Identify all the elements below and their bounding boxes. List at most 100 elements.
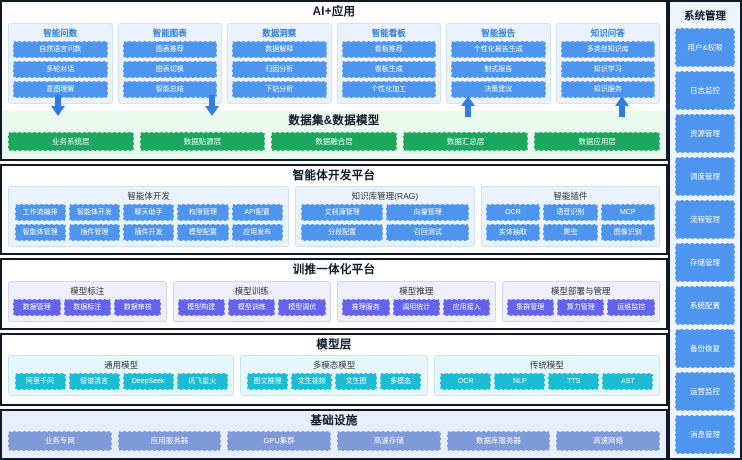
chip[interactable]: 推理服务	[342, 298, 390, 316]
chip[interactable]: 图像识别	[600, 224, 655, 242]
sidebar-item-storage-management[interactable]: 存储管理	[675, 243, 735, 282]
chip[interactable]: API配置	[231, 204, 283, 222]
chip[interactable]: 个性化加工	[341, 80, 436, 98]
chip[interactable]: 多轮对话	[13, 60, 108, 78]
group-traditional-model[interactable]: 传统模型 OCR NLP TTS AST	[433, 355, 660, 397]
sidebar-item-resource-management[interactable]: 资源管理	[675, 114, 735, 153]
chip[interactable]: 数据融合层	[271, 131, 397, 152]
chip[interactable]: 聊天助手	[123, 204, 175, 222]
chip[interactable]: NLP	[494, 373, 546, 391]
chip[interactable]: 多类型知识库	[560, 40, 655, 58]
sidebar-item-backup-recovery[interactable]: 备份恢复	[675, 329, 735, 368]
chip[interactable]: 多模态	[379, 373, 422, 391]
chip[interactable]: OCR	[485, 204, 541, 222]
sidebar-item-schedule-management[interactable]: 调度管理	[675, 157, 735, 196]
group-intelligent-report[interactable]: 智能报告 个性化报告生成 制式报告 决策建议	[446, 22, 551, 104]
group-intelligent-query[interactable]: 智能问数 自然语言问数 多轮对话 意图理解	[8, 22, 113, 104]
chip[interactable]: 模型训练	[228, 298, 276, 316]
group-multimodal-model[interactable]: 多模态模型 图文推理 文生视频 文生图 多模态	[240, 355, 428, 397]
chip[interactable]: 应用发布	[231, 224, 283, 242]
chip[interactable]: 运维监控	[607, 298, 655, 316]
group-general-model[interactable]: 通用模型 阿里千问 智谱清言 DeepSeek 讯飞星火	[8, 355, 235, 397]
group-data-insight[interactable]: 数据洞察 数据解释 归因分析 下钻分析	[227, 22, 332, 104]
chip[interactable]: 爬虫	[543, 224, 598, 242]
chip[interactable]: 数据应用层	[534, 131, 660, 152]
chip[interactable]: 权限管理	[177, 204, 229, 222]
group-knowledge-qa[interactable]: 知识问答 多类型知识库 知识学习 知识服务	[555, 22, 660, 104]
group-model-inference[interactable]: 模型推理 推理服务 调用统计 应用接入	[337, 280, 496, 322]
chip[interactable]: 数据标注	[63, 298, 111, 316]
chip[interactable]: 制式报告	[451, 60, 546, 78]
chip[interactable]: 智谱清言	[68, 373, 120, 391]
chip[interactable]: 智能体开发	[68, 204, 120, 222]
sidebar-item-process-management[interactable]: 流程管理	[675, 200, 735, 239]
chip[interactable]: 召回测试	[386, 224, 470, 242]
chip[interactable]: 文档源管理	[300, 204, 384, 222]
chip[interactable]: 插件管理	[68, 224, 120, 242]
chip[interactable]: 数据库服务器	[446, 431, 551, 451]
chip[interactable]: 个性化报告生成	[451, 40, 546, 58]
chip[interactable]: 知识服务	[560, 80, 655, 98]
group-agent-development[interactable]: 智能体开发 工作流编排 智能体开发 聊天助手 权限管理 API配置 智能体管理 …	[8, 186, 290, 248]
chip[interactable]: 阿里千问	[14, 373, 66, 391]
chip[interactable]: 工作流编排	[14, 204, 66, 222]
chip[interactable]: 文生图	[335, 373, 377, 391]
group-model-deployment-management[interactable]: 模型部署与管理 集群管理 算力管理 运维监控	[501, 280, 660, 322]
chip[interactable]: 插件开发	[123, 224, 175, 242]
chip[interactable]: 智能总结	[122, 80, 217, 98]
sidebar-item-user-permission[interactable]: 用户&权限	[675, 28, 735, 67]
chip[interactable]: 模型配置	[177, 224, 229, 242]
chip[interactable]: 模型调优	[278, 298, 326, 316]
chip[interactable]: 决策建议	[451, 80, 546, 98]
chip[interactable]: 分段配置	[300, 224, 384, 242]
chip[interactable]: 实体抽取	[485, 224, 541, 242]
chip[interactable]: GPU集群	[227, 431, 332, 451]
sidebar-item-operation-monitor[interactable]: 运营监控	[675, 372, 735, 411]
chip[interactable]: 自然语言问数	[13, 40, 108, 58]
chip[interactable]: 数据解释	[232, 40, 327, 58]
chip[interactable]: OCR	[440, 373, 492, 391]
chip[interactable]: 集群管理	[506, 298, 554, 316]
arrow-down-1	[51, 95, 65, 117]
chip[interactable]: 数据审核	[113, 298, 162, 316]
chip[interactable]: 高速网络	[556, 431, 661, 451]
chip[interactable]: 知识学习	[560, 60, 655, 78]
chip[interactable]: 图表推荐	[122, 40, 217, 58]
chip[interactable]: 向量管理	[386, 204, 470, 222]
arrow-down-2	[205, 95, 219, 117]
group-intelligent-chart[interactable]: 智能图表 图表推荐 图表切换 智能总结	[117, 22, 222, 104]
group-knowledge-base-rag[interactable]: 知识库管理(RAG) 文档源管理 向量管理 分段配置 召回测试	[295, 186, 475, 248]
chip[interactable]: 数据汇总层	[402, 131, 529, 152]
group-model-annotation[interactable]: 模型标注 数据管理 数据标注 数据审核	[8, 280, 167, 322]
chip[interactable]: 高速存储	[337, 431, 441, 451]
chip[interactable]: 数据管理	[13, 298, 61, 316]
group-intelligent-plugin[interactable]: 智能插件 OCR 语音识别 MCP 实体抽取 爬虫 图像识别	[480, 186, 661, 248]
chip[interactable]: 业务专网	[8, 431, 112, 451]
chip[interactable]: 图表切换	[122, 60, 217, 78]
group-model-training[interactable]: 模型训练 模型构建 模型训练 模型调优	[172, 280, 331, 322]
chip[interactable]: 图文推理	[246, 373, 289, 391]
chip[interactable]: DeepSeek	[122, 373, 174, 391]
sidebar-item-log-monitor[interactable]: 日志监控	[675, 71, 735, 110]
chip[interactable]: 下钻分析	[232, 80, 327, 98]
chip[interactable]: AST	[602, 373, 654, 391]
chip[interactable]: 应用服务器	[117, 431, 222, 451]
chip[interactable]: 归因分析	[232, 60, 327, 78]
chip[interactable]: 应用接入	[442, 298, 491, 316]
chip[interactable]: MCP	[600, 204, 655, 222]
chip[interactable]: 业务系统层	[8, 131, 134, 152]
group-intelligent-dashboard[interactable]: 智能看板 看板推荐 看板生成 个性化加工	[336, 22, 441, 104]
chip[interactable]: 算力管理	[557, 298, 605, 316]
sidebar-item-message-management[interactable]: 消息管理	[675, 415, 735, 454]
chip[interactable]: 看板推荐	[341, 40, 436, 58]
chip[interactable]: 文生视频	[291, 373, 333, 391]
sidebar-item-system-config[interactable]: 系统配置	[675, 286, 735, 325]
chip[interactable]: 模型构建	[177, 298, 225, 316]
chip[interactable]: 调用统计	[392, 298, 440, 316]
chip[interactable]: TTS	[548, 373, 600, 391]
chip[interactable]: 智能体管理	[14, 224, 66, 242]
chip[interactable]: 语音识别	[543, 204, 598, 222]
chip[interactable]: 讯飞星火	[176, 373, 228, 391]
chip[interactable]: 数据贴源层	[139, 131, 266, 152]
chip[interactable]: 看板生成	[341, 60, 436, 78]
